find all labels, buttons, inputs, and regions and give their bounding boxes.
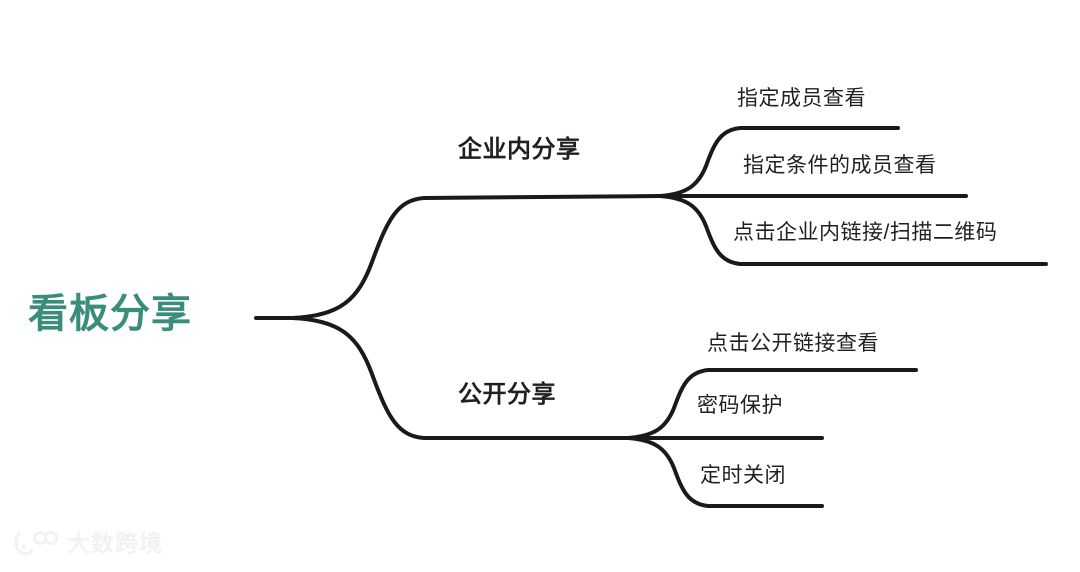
mindmap-root-node[interactable]: 看板分享 bbox=[28, 292, 192, 336]
mindmap-branch-public[interactable]: 公开分享 bbox=[458, 381, 556, 408]
watermark: 大数跨境 bbox=[14, 530, 163, 556]
mindmap-leaf-designated-members[interactable]: 指定成员查看 bbox=[737, 87, 866, 110]
edge-internal-to-designated-members bbox=[658, 126, 900, 198]
edge-internal-to-internal-link-qr bbox=[658, 194, 1048, 266]
edge-root-to-internal bbox=[290, 194, 662, 320]
edge-root-to-public bbox=[290, 316, 630, 440]
watermark-text: 大数跨境 bbox=[67, 529, 163, 556]
mindmap-branch-internal[interactable]: 企业内分享 bbox=[458, 136, 581, 163]
edge-public-to-public-link bbox=[626, 368, 918, 440]
mindmap-leaf-public-link[interactable]: 点击公开链接查看 bbox=[707, 332, 879, 355]
dashujingjing-logo-icon bbox=[14, 531, 58, 556]
mindmap-leaf-conditional-members[interactable]: 指定条件的成员查看 bbox=[743, 154, 937, 177]
mindmap-leaf-internal-link-qr[interactable]: 点击企业内链接/扫描二维码 bbox=[733, 221, 998, 244]
mindmap-leaf-password-protect[interactable]: 密码保护 bbox=[697, 394, 783, 417]
edge-public-to-scheduled-close bbox=[626, 436, 824, 508]
mindmap-leaf-scheduled-close[interactable]: 定时关闭 bbox=[700, 464, 786, 487]
